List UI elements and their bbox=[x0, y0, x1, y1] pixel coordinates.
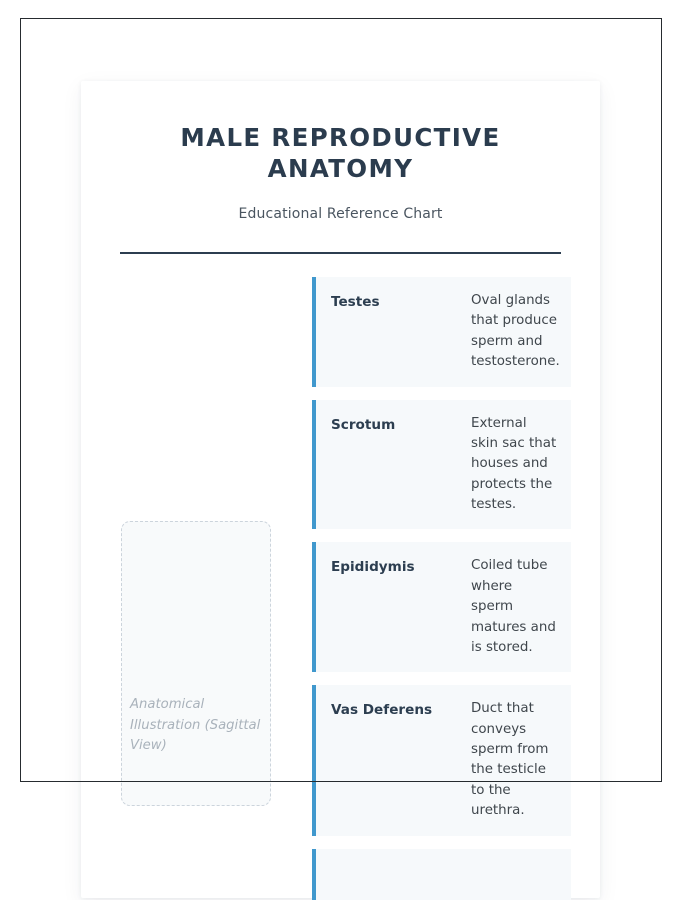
anatomical-illustration-placeholder: Anatomical Illustration (Sagittal View) bbox=[121, 521, 271, 806]
term-name bbox=[331, 863, 471, 864]
term-card-testes[interactable]: Testes Oval glands that produce sperm an… bbox=[312, 277, 571, 387]
term-name: Epididymis bbox=[331, 559, 415, 576]
term-card-epididymis[interactable]: Epididymis Coiled tube where sperm matur… bbox=[312, 542, 571, 673]
term-name: Vas Deferens bbox=[331, 702, 433, 719]
term-card-vas-deferens[interactable]: Vas Deferens Duct that conveys sperm fro… bbox=[312, 685, 571, 836]
illustration-caption: Anatomical Illustration (Sagittal View) bbox=[130, 696, 261, 754]
term-card-next-partial[interactable] bbox=[312, 848, 571, 900]
term-description: Oval glands that produce sperm and testo… bbox=[471, 293, 560, 370]
term-name: Scrotum bbox=[331, 416, 396, 433]
term-description: Duct that conveys sperm from the testicl… bbox=[471, 701, 549, 819]
chart-header: MALE REPRODUCTIVE ANATOMY Educational Re… bbox=[81, 81, 600, 255]
page-subtitle: Educational Reference Chart bbox=[238, 206, 443, 223]
page-title: MALE REPRODUCTIVE ANATOMY bbox=[180, 123, 501, 183]
term-description: Coiled tube where sperm matures and is s… bbox=[471, 558, 556, 655]
term-card-scrotum[interactable]: Scrotum External skin sac that houses an… bbox=[312, 399, 571, 530]
term-description: External skin sac that houses and protec… bbox=[471, 415, 557, 513]
term-name: Testes bbox=[331, 294, 380, 310]
terms-list: Testes Oval glands that produce sperm an… bbox=[312, 277, 571, 900]
header-divider bbox=[120, 252, 561, 255]
